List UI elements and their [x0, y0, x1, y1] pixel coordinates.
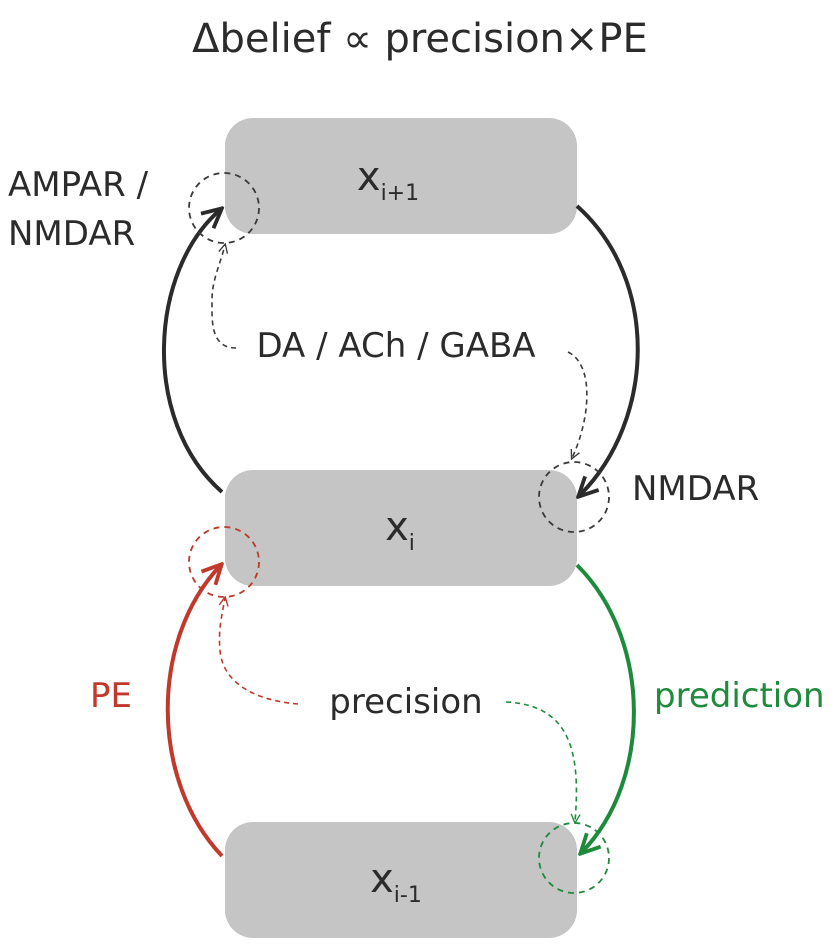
precision-arrow-green	[505, 701, 576, 822]
svg-text:xi: xi	[385, 504, 415, 556]
label-prediction: prediction	[654, 676, 825, 716]
label-receptor-middle: NMDAR	[632, 469, 759, 509]
node-lower-subscript: i-1	[394, 883, 422, 908]
modulator-arrow-left	[211, 245, 237, 349]
label-receptor-upper-line2: NMDAR	[8, 214, 135, 254]
arrow-middle-to-upper	[162, 210, 222, 494]
node-middle: xi	[225, 470, 577, 586]
receptor-circle-upper	[188, 172, 260, 244]
svg-text:xi+1: xi+1	[357, 154, 419, 206]
precision-arrow-red	[219, 598, 299, 705]
label-precision: precision	[329, 682, 482, 722]
precision-circle-green	[538, 822, 610, 894]
node-lower: xi-1	[225, 822, 577, 938]
node-upper-subscript: i+1	[381, 181, 420, 206]
receptor-circle-middle	[538, 461, 610, 533]
node-middle-symbol: x	[385, 504, 409, 550]
node-upper-symbol: x	[357, 154, 381, 200]
node-upper: xi+1	[225, 118, 577, 234]
diagram-title: Δbelief ∝ precision×PE	[192, 16, 648, 62]
arrow-upper-to-middle	[577, 204, 640, 495]
modulator-arrow-right	[567, 351, 588, 458]
precision-circle-red	[188, 526, 260, 598]
node-middle-subscript: i	[409, 531, 415, 556]
label-receptor-upper: AMPAR /	[8, 165, 149, 205]
label-modulators: DA / ACh / GABA	[256, 326, 535, 366]
svg-text:xi-1: xi-1	[370, 856, 422, 908]
node-lower-symbol: x	[370, 856, 394, 902]
label-pe: PE	[90, 676, 132, 716]
arrow-prediction-middle-to-lower	[575, 563, 636, 852]
arrow-pe-lower-to-middle	[165, 566, 222, 858]
